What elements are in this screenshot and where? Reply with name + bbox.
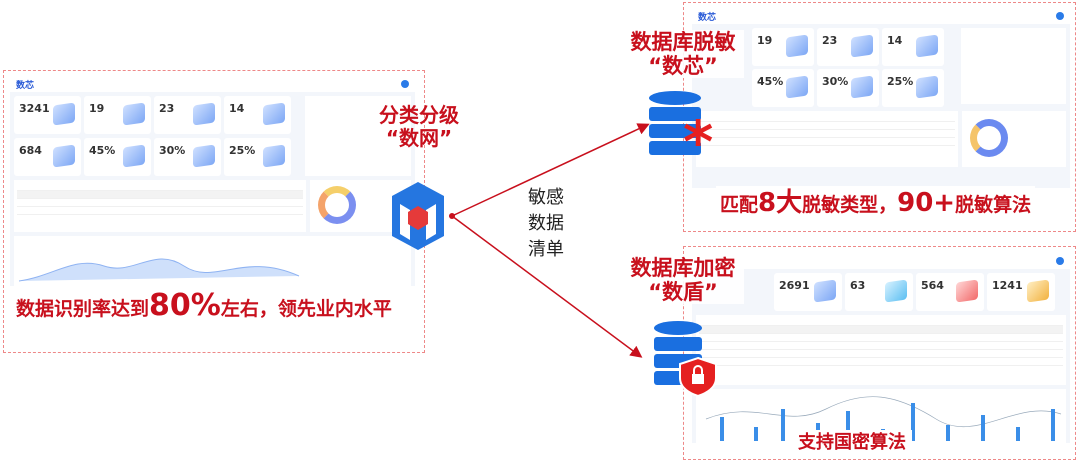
- stat-value: 25%: [229, 143, 256, 157]
- encryption-table: [696, 315, 1066, 385]
- sensitive-data-list-label: 敏感数据清单: [528, 187, 564, 260]
- stat-value: 45%: [757, 75, 784, 88]
- stat-value: 3241: [19, 102, 50, 115]
- database-lock-icon: [654, 321, 717, 396]
- stat-value: 19: [89, 102, 105, 115]
- stat-value: 23: [822, 34, 838, 47]
- masking-dashboard: 数芯 19 23 14 45% 30% 25%: [692, 8, 1070, 188]
- stat-value: 14: [229, 102, 245, 115]
- database-masking-icon: *: [649, 91, 713, 162]
- stat-value: 25%: [887, 75, 914, 88]
- encryption-title: 数据库加密“数盾”: [622, 256, 744, 305]
- masking-table: [696, 111, 958, 167]
- trend-chart: [14, 236, 411, 286]
- avatar: [1056, 12, 1064, 20]
- recent-list: [305, 96, 411, 176]
- stat-value: 2691: [779, 279, 810, 292]
- stat-value: 14: [887, 34, 903, 47]
- svg-text:*: *: [683, 108, 713, 162]
- avatar: [401, 80, 409, 88]
- asset-table: [14, 180, 306, 232]
- recent-list: [961, 28, 1066, 104]
- stat-value: 63: [850, 279, 866, 292]
- stat-value: 684: [19, 143, 42, 157]
- logo: 数芯: [16, 80, 35, 91]
- stat-value: 23: [159, 102, 175, 115]
- stat-value: 1241: [992, 279, 1023, 292]
- classification-dashboard: 数芯 3241 19 23 14 684 45% 30% 25%: [10, 76, 415, 286]
- donut-chart: [962, 111, 1066, 167]
- masking-title: 数据库脱敏“数芯”: [622, 30, 744, 79]
- stat-value: 45%: [89, 143, 116, 157]
- encryption-panel: [683, 246, 1076, 460]
- stat-value: 564: [921, 279, 944, 292]
- stat-value: 30%: [822, 75, 849, 88]
- recognition-caption: 数据识别率达到80%左右，领先业内水平: [12, 288, 396, 327]
- masking-caption: 匹配8大脱敏类型，90+脱敏算法: [716, 186, 1036, 222]
- encryption-caption: 支持国密算法: [792, 430, 912, 456]
- cube-network-icon: [392, 182, 444, 250]
- logo: 数芯: [698, 12, 717, 23]
- classification-title: 分类分级“数网”: [379, 103, 459, 150]
- encryption-dashboard: 2691 63 564 1241: [692, 253, 1070, 443]
- stat-value: 30%: [159, 143, 186, 157]
- stat-value: 19: [757, 34, 773, 47]
- avatar: [1056, 257, 1064, 265]
